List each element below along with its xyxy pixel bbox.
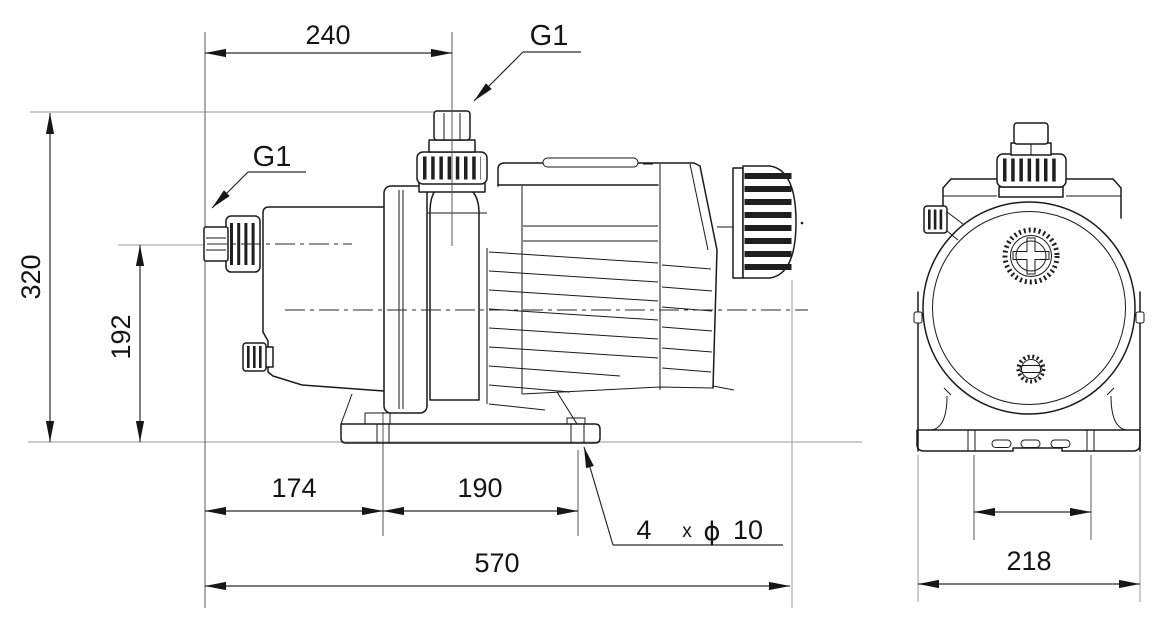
motor-fins xyxy=(488,251,713,411)
dim-label-174: 174 xyxy=(271,473,316,503)
leader-line-outlet xyxy=(473,51,524,102)
motor-rear-inner-slant xyxy=(689,163,709,251)
holes-qty-label: 4 xyxy=(636,515,651,545)
housing-top-left-outline xyxy=(262,206,385,333)
clamp-ring xyxy=(383,185,428,414)
dim-label-218: 218 xyxy=(1006,546,1051,576)
drain-plug xyxy=(1016,354,1046,384)
front-view xyxy=(913,122,1145,602)
fill-plug-cross-slot xyxy=(1012,237,1050,275)
dim-320: 320 xyxy=(16,113,55,442)
fill-plug-outer xyxy=(1010,235,1052,277)
pedestal-front-flare xyxy=(340,393,353,425)
base-slot xyxy=(991,439,1012,448)
front-circle xyxy=(913,201,1145,415)
rear-knob-collar xyxy=(732,167,744,279)
dim-192: 192 xyxy=(106,245,145,442)
fill-plug-inner xyxy=(1015,240,1047,272)
fin-line xyxy=(488,346,659,359)
leader-line-holes xyxy=(583,446,614,546)
rim-tick xyxy=(943,387,952,396)
pedestal-fillet-left xyxy=(931,395,948,431)
front-cap-collar xyxy=(998,186,1064,198)
fin-line xyxy=(488,365,621,377)
leader-mounting-holes: 4 x ϕ 10 xyxy=(583,446,783,547)
front-hex-nipple xyxy=(1013,122,1049,145)
fin-line-rear xyxy=(661,264,712,270)
fin-line-rear xyxy=(661,347,713,353)
foot-base xyxy=(340,391,601,444)
dim-570: 570 xyxy=(205,548,790,591)
inlet-thread-label: G1 xyxy=(253,141,292,173)
centerlines xyxy=(207,32,808,311)
motor xyxy=(497,157,804,395)
carry-handle-recess xyxy=(542,157,639,168)
drain-plug-knurl-ring xyxy=(1016,354,1046,384)
holes-multiplier-label: x xyxy=(682,521,692,542)
fin-line xyxy=(488,251,659,264)
dim-240: 240 xyxy=(205,20,452,58)
dim-label-192: 192 xyxy=(106,314,136,359)
leader-inlet-thread: G1 xyxy=(211,141,306,209)
fin-line xyxy=(488,327,659,340)
rim-lug xyxy=(913,311,923,324)
fin-line-rear xyxy=(661,286,713,292)
fin-line-rear xyxy=(661,326,713,332)
diameter-symbol: ϕ xyxy=(703,517,720,547)
front-top-block xyxy=(917,178,1141,452)
leader-outlet-thread: G1 xyxy=(473,20,581,102)
clamp-ring-outline xyxy=(383,185,428,414)
fin-line xyxy=(488,270,659,283)
rear-knob-outline xyxy=(742,165,797,279)
dim-174: 174 xyxy=(205,473,383,516)
mid-body xyxy=(427,183,523,404)
dim-218: 218 xyxy=(918,546,1140,589)
holes-diameter-label: 10 xyxy=(733,515,763,545)
fill-plug xyxy=(1002,227,1060,285)
dim-label-190: 190 xyxy=(457,473,502,503)
pump-front-housing xyxy=(262,206,385,392)
pedestal-fillet-right xyxy=(1110,395,1127,431)
stray-dot xyxy=(800,221,804,225)
drain-plug-body xyxy=(1021,359,1041,379)
front-base xyxy=(916,395,1141,452)
rear-knob xyxy=(712,165,797,391)
drain-knob xyxy=(242,342,274,372)
extension-lines-front xyxy=(917,455,1141,602)
dimensions: 240 320 192 174 190 570 218 xyxy=(16,20,1140,591)
pedestal-rear-flare xyxy=(556,391,578,425)
end-bell-bottom xyxy=(712,385,735,391)
leader-line-inlet xyxy=(211,171,249,209)
fin-line xyxy=(488,384,571,393)
fin-line-rear xyxy=(661,367,712,373)
base-plate xyxy=(340,423,601,444)
dim-label-570: 570 xyxy=(474,548,519,578)
dim-190: 190 xyxy=(383,473,578,516)
dim-label-240: 240 xyxy=(305,20,350,50)
fin-line xyxy=(488,308,659,321)
motor-top-outline xyxy=(497,162,718,389)
front-outlet-port xyxy=(996,122,1067,198)
base-slot xyxy=(1050,439,1071,448)
pump-body-outer-circle xyxy=(922,201,1136,415)
pump-body-inner-circle xyxy=(932,211,1126,405)
front-foot-step xyxy=(364,412,391,424)
fin-line xyxy=(488,289,659,302)
clamp-knob-bracket xyxy=(946,211,964,225)
housing-bottom-outline xyxy=(262,331,385,392)
fin-line xyxy=(488,403,546,411)
rim-lug xyxy=(1135,311,1145,324)
rim-tick xyxy=(1106,387,1115,396)
rear-foot-step xyxy=(566,417,586,424)
dim-label-320: 320 xyxy=(16,254,46,299)
side-view xyxy=(28,32,862,608)
fill-plug-knurl-ring xyxy=(1002,227,1060,285)
outlet-thread-label: G1 xyxy=(530,20,569,52)
drain-plug-slot xyxy=(1019,365,1043,373)
front-clamp-knob xyxy=(923,205,964,241)
mid-body-panel xyxy=(429,183,480,401)
base-slot xyxy=(1020,439,1041,448)
